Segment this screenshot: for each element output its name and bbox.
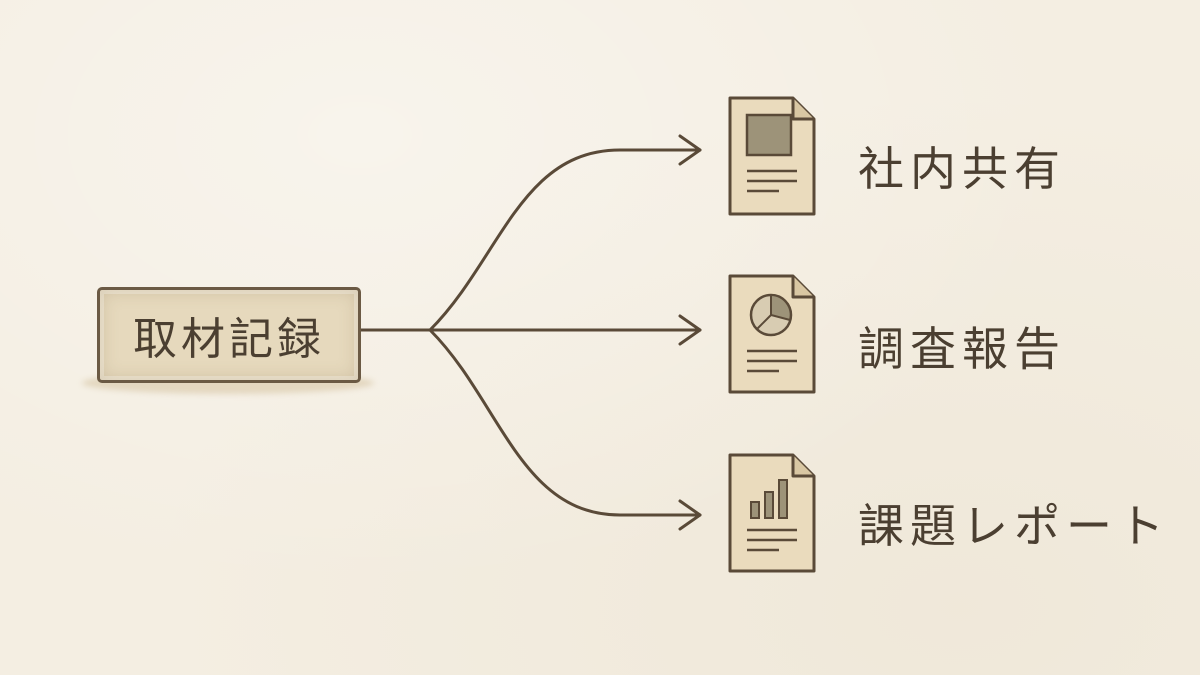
connector-branch-bottom bbox=[428, 328, 702, 517]
arrowhead-top bbox=[678, 134, 702, 166]
document-image-icon bbox=[727, 95, 817, 217]
arrowhead-middle bbox=[678, 314, 702, 346]
output-label-investigation-report: 調査報告 bbox=[858, 322, 1066, 376]
document-pie-chart-icon bbox=[727, 273, 817, 395]
source-label: 取材記録 bbox=[133, 314, 325, 365]
document-bar-chart-icon bbox=[727, 452, 817, 574]
output-label-internal-share: 社内共有 bbox=[858, 142, 1066, 196]
output-label-assignment-report: 課題レポート bbox=[858, 499, 1170, 553]
source-node: 取材記録 bbox=[97, 287, 361, 383]
connector-branch-top bbox=[428, 148, 702, 332]
arrowhead-bottom bbox=[678, 499, 702, 531]
